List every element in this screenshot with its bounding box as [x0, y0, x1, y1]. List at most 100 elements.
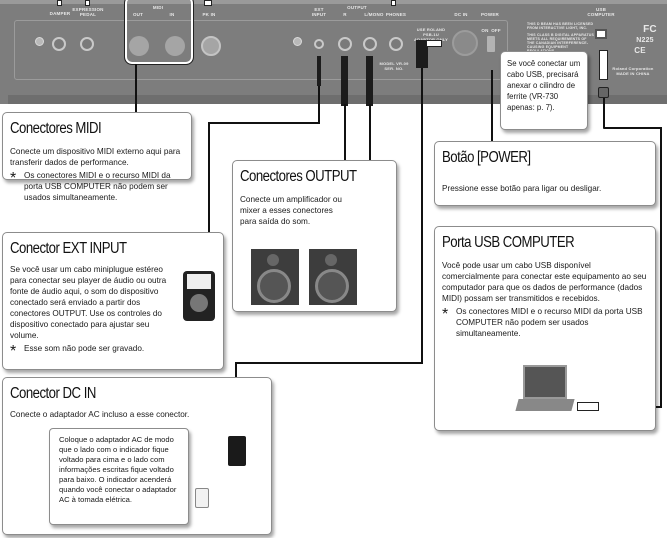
dc-cable — [421, 68, 423, 363]
callout-ferrite-text: Se você conectar um cabo USB, precisará … — [507, 59, 581, 112]
label-usb-computer: USB COMPUTER — [587, 7, 615, 17]
label-power-on: ON — [481, 28, 489, 33]
label-damper: DAMPER — [49, 11, 71, 16]
label-output-r: R — [343, 12, 347, 17]
label-use-roland: USE ROLAND PSB-1U ADAPTOR ONLY — [414, 27, 448, 42]
callout-usb-computer: Porta USB COMPUTER Você pode usar um cab… — [434, 226, 656, 431]
note-asterisk: * — [10, 343, 17, 360]
speaker-left-icon — [251, 249, 299, 305]
midi-out-din — [129, 36, 149, 56]
dc-cable-h — [235, 362, 423, 364]
damper-plug — [57, 0, 62, 6]
usb-cable — [603, 98, 605, 128]
power-leader-line — [491, 70, 493, 142]
pk-in-din — [201, 36, 221, 56]
label-ce: CE — [634, 46, 646, 55]
laptop-icon — [515, 365, 575, 417]
panel-top-edge — [0, 0, 667, 4]
label-phones: PHONES — [385, 12, 407, 17]
callout-output-title: Conectores OUTPUT — [240, 168, 357, 185]
phones-jack — [389, 37, 403, 51]
label-pk-in: PK IN — [202, 12, 216, 17]
label-output: OUTPUT — [347, 5, 367, 10]
callout-output-body: Conecte um amplificador ou mixer a esses… — [240, 195, 342, 226]
callout-usb-body: Você pode usar um cabo USB disponível co… — [442, 261, 647, 303]
label-corporation: Roland Corporation MADE IN CHINA — [612, 66, 654, 76]
dc-in-jack — [452, 30, 478, 56]
label-model: MODEL VR-09 SER. NO. — [379, 61, 409, 71]
usb-cable-v2 — [660, 127, 662, 407]
label-power: POWER — [480, 12, 499, 17]
audio-player-icon — [183, 271, 215, 321]
usb-computer-port — [595, 29, 607, 39]
label-dc-in: DC IN — [454, 12, 468, 17]
output-r-jack — [338, 37, 352, 51]
callout-ext-input-body: Se você usar um cabo miniplugue estéreo … — [10, 265, 167, 340]
output-l-plug — [366, 56, 373, 106]
callout-ferrite: Se você conectar um cabo USB, precisará … — [500, 51, 588, 130]
label-compliance-2: THIS CLASS B DIGITAL APPARATUS MEETS ALL… — [527, 33, 595, 53]
callout-power: Botão [POWER] Pressione esse botão para … — [434, 141, 656, 206]
callout-midi: Conectores MIDI Conecte um dispositivo M… — [2, 112, 192, 202]
callout-dc-in-body: Conecte o adaptador AC incluso a esse co… — [10, 410, 190, 419]
callout-ext-input-title: Conector EXT INPUT — [10, 240, 127, 257]
callout-ext-input: Conector EXT INPUT Se você usar um cabo … — [2, 232, 224, 370]
dc-in-sub-note: Coloque o adaptador AC de modo que o lad… — [49, 428, 189, 525]
label-ext-input: EXT INPUT — [311, 7, 327, 17]
damper-jack — [52, 37, 66, 51]
callout-midi-body: Conecte um dispositivo MIDI externo aqui… — [10, 147, 181, 167]
dc-plug-tip — [426, 40, 442, 47]
ext-input-cable-h — [208, 122, 320, 124]
ac-adapter-icon — [228, 436, 246, 466]
wall-outlet-icon — [195, 488, 209, 508]
midi-in-din — [165, 36, 185, 56]
usb-cable-plug-icon — [577, 402, 599, 411]
label-n225: N225 — [636, 37, 654, 44]
note-asterisk: * — [10, 170, 17, 187]
callout-power-title: Botão [POWER] — [442, 149, 531, 166]
midi-leader-line — [135, 64, 137, 112]
ext-input-cable — [318, 86, 320, 104]
callout-usb-note-text: Os conectores MIDI e o recurso MIDI da p… — [456, 307, 643, 338]
expression-plug — [85, 0, 90, 6]
panel-inset — [14, 20, 508, 80]
note-asterisk: * — [442, 306, 449, 323]
ext-input-cable-v2 — [208, 122, 210, 272]
label-fcc: FC — [643, 24, 657, 35]
callout-ext-input-note-text: Esse som não pode ser gravado. — [24, 344, 145, 353]
output-l-mono-jack — [363, 37, 377, 51]
label-compliance-1: THIS D BEAM HAS BEEN LICENSED FROM INTER… — [527, 22, 594, 30]
pk-in-plug — [204, 0, 212, 6]
label-midi-out: OUT — [132, 12, 144, 17]
speaker-right-icon — [309, 249, 357, 305]
callout-usb-note: * Os conectores MIDI e o recurso MIDI da… — [442, 306, 648, 339]
callout-usb-title: Porta USB COMPUTER — [442, 234, 575, 251]
label-expression-pedal: EXPRESSION PEDAL — [72, 7, 104, 17]
ground-screw-2 — [293, 37, 302, 46]
callout-midi-title: Conectores MIDI — [10, 120, 102, 137]
ext-input-cable-v1 — [318, 100, 320, 124]
dc-plug — [416, 40, 428, 68]
callout-output: Conectores OUTPUT Conecte um amplificado… — [232, 160, 397, 312]
usb-cable-h1 — [603, 127, 661, 129]
label-midi-in: IN — [169, 12, 175, 17]
usb-plug — [599, 50, 608, 80]
callout-dc-in: Conector DC IN Conecte o adaptador AC in… — [2, 377, 272, 535]
output-r-plug — [341, 56, 348, 106]
callout-ext-input-note: * Esse som não pode ser gravado. — [10, 343, 216, 361]
dc-in-sub-note-text: Coloque o adaptador AC de modo que o lad… — [59, 435, 177, 504]
callout-midi-note: * Os conectores MIDI e o recurso MIDI da… — [10, 170, 184, 203]
expression-pedal-jack — [80, 37, 94, 51]
label-midi: MIDI — [152, 5, 164, 10]
phones-plug — [391, 0, 396, 6]
callout-power-body: Pressione esse botão para ligar ou desli… — [442, 184, 602, 193]
ferrite-core — [598, 87, 609, 98]
callout-dc-in-title: Conector DC IN — [10, 385, 96, 402]
power-switch[interactable] — [487, 36, 495, 52]
label-power-off: OFF — [491, 28, 501, 33]
callout-midi-note-text: Os conectores MIDI e o recurso MIDI da p… — [24, 171, 171, 202]
ext-input-jack — [314, 39, 324, 49]
ext-input-plug — [317, 56, 321, 86]
panel-bottom-edge — [8, 95, 667, 104]
midi-highlight-frame — [124, 0, 194, 65]
